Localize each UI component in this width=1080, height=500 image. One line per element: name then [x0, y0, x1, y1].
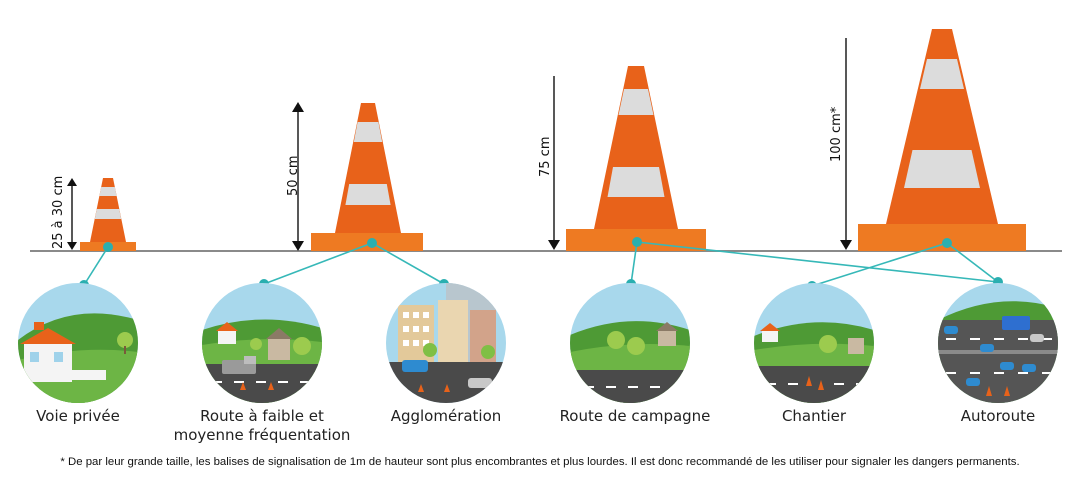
scene-autoroute: [938, 283, 1058, 403]
caption-route-faible-line2: moyenne fréquentation: [173, 426, 351, 444]
height-arrow-medium: [292, 102, 304, 251]
height-label-medium: 50 cm: [286, 156, 301, 197]
footnote: * De par leur grande taille, les balises…: [60, 456, 1020, 468]
caption-autoroute: Autoroute: [960, 407, 1036, 425]
scene-agglomeration: [386, 283, 506, 403]
cone-xlarge: [858, 29, 1026, 251]
scene-voie-privee: [18, 283, 138, 403]
caption-route-faible-line1: Route à faible et: [200, 407, 324, 425]
caption-agglomeration: Agglomération: [390, 407, 502, 425]
cone-large: [566, 66, 706, 251]
height-label-large: 75 cm: [538, 137, 553, 178]
caption-route-campagne: Route de campagne: [559, 407, 711, 425]
scene-route-faible: [202, 283, 322, 403]
cone-medium: [311, 103, 423, 251]
height-arrow-xlarge: [840, 38, 852, 250]
height-arrow-large: [548, 76, 560, 250]
height-label-xlarge: 100 cm*: [829, 106, 844, 162]
caption-chantier: Chantier: [781, 407, 847, 425]
scene-route-campagne: [570, 283, 690, 403]
connector-lines: [83, 241, 999, 287]
height-label-small: 25 à 30 cm: [51, 176, 66, 249]
scene-chantier: [754, 283, 874, 403]
caption-voie-privee: Voie privée: [36, 407, 120, 425]
caption-route-faible: Route à faible et moyenne fréquentation: [162, 407, 362, 445]
cone-small: [80, 178, 136, 251]
height-arrow-small: [67, 178, 77, 250]
